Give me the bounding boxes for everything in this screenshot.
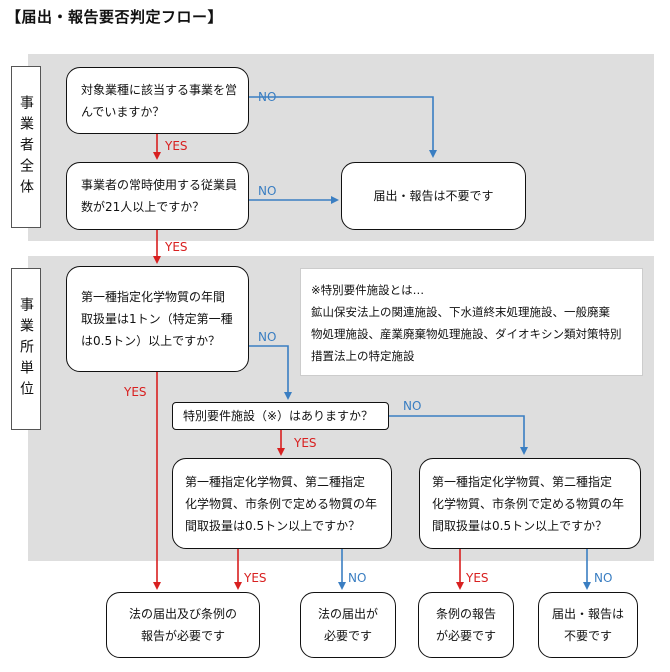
question-target-industry: 対象業種に該当する事業を営んでいますか？: [66, 67, 249, 134]
label-no-q1: NO: [258, 90, 277, 104]
question-special-facility: 特別要件施設（※）はありますか？: [172, 402, 389, 430]
label-yes-q3: YES: [124, 385, 147, 399]
question-first-class-amount: 第一種指定化学物質の年間取扱量は1トン（特定第一種は0.5トン）以上ですか？: [66, 266, 249, 372]
question-amount-right: 第一種指定化学物質、第二種指定化学物質、市条例で定める物質の年間取扱量は0.5ト…: [419, 458, 641, 549]
label-yes-q1: YES: [165, 139, 188, 153]
label-yes-q5: YES: [244, 571, 267, 585]
section-label-whole: 事業者全体: [11, 66, 41, 228]
result-not-required-top: 届出・報告は不要です: [341, 162, 526, 230]
label-yes-q2: YES: [165, 240, 188, 254]
label-yes-q6: YES: [466, 571, 489, 585]
label-no-q4: NO: [403, 399, 422, 413]
result-law-and-ordinance: 法の届出及び条例の報告が必要です: [106, 592, 260, 658]
question-amount-left: 第一種指定化学物質、第二種指定化学物質、市条例で定める物質の年間取扱量は0.5ト…: [172, 458, 392, 549]
section-label-site: 事業所単位: [11, 268, 41, 430]
label-no-q5: NO: [348, 571, 367, 585]
label-yes-q4: YES: [294, 436, 317, 450]
label-no-q2: NO: [258, 184, 277, 198]
label-no-q3: NO: [258, 330, 277, 344]
result-none: 届出・報告は不要です: [538, 592, 638, 658]
arrow-q3-no: [249, 345, 292, 400]
label-no-q6: NO: [594, 571, 613, 585]
arrow-q1-no: [249, 96, 437, 158]
arrow-q4-no: [389, 415, 528, 455]
result-law-only: 法の届出が必要です: [300, 592, 396, 658]
question-employee-count: 事業者の常時使用する従業員数が21人以上ですか？: [66, 162, 249, 230]
result-ordinance-only: 条例の報告が必要です: [418, 592, 514, 658]
special-facility-note: ※特別要件施設とは… 鉱山保安法上の関連施設、下水道終末処理施設、一般廃棄 物処…: [300, 268, 643, 376]
page-title: 【届出・報告要否判定フロー】: [6, 8, 224, 26]
